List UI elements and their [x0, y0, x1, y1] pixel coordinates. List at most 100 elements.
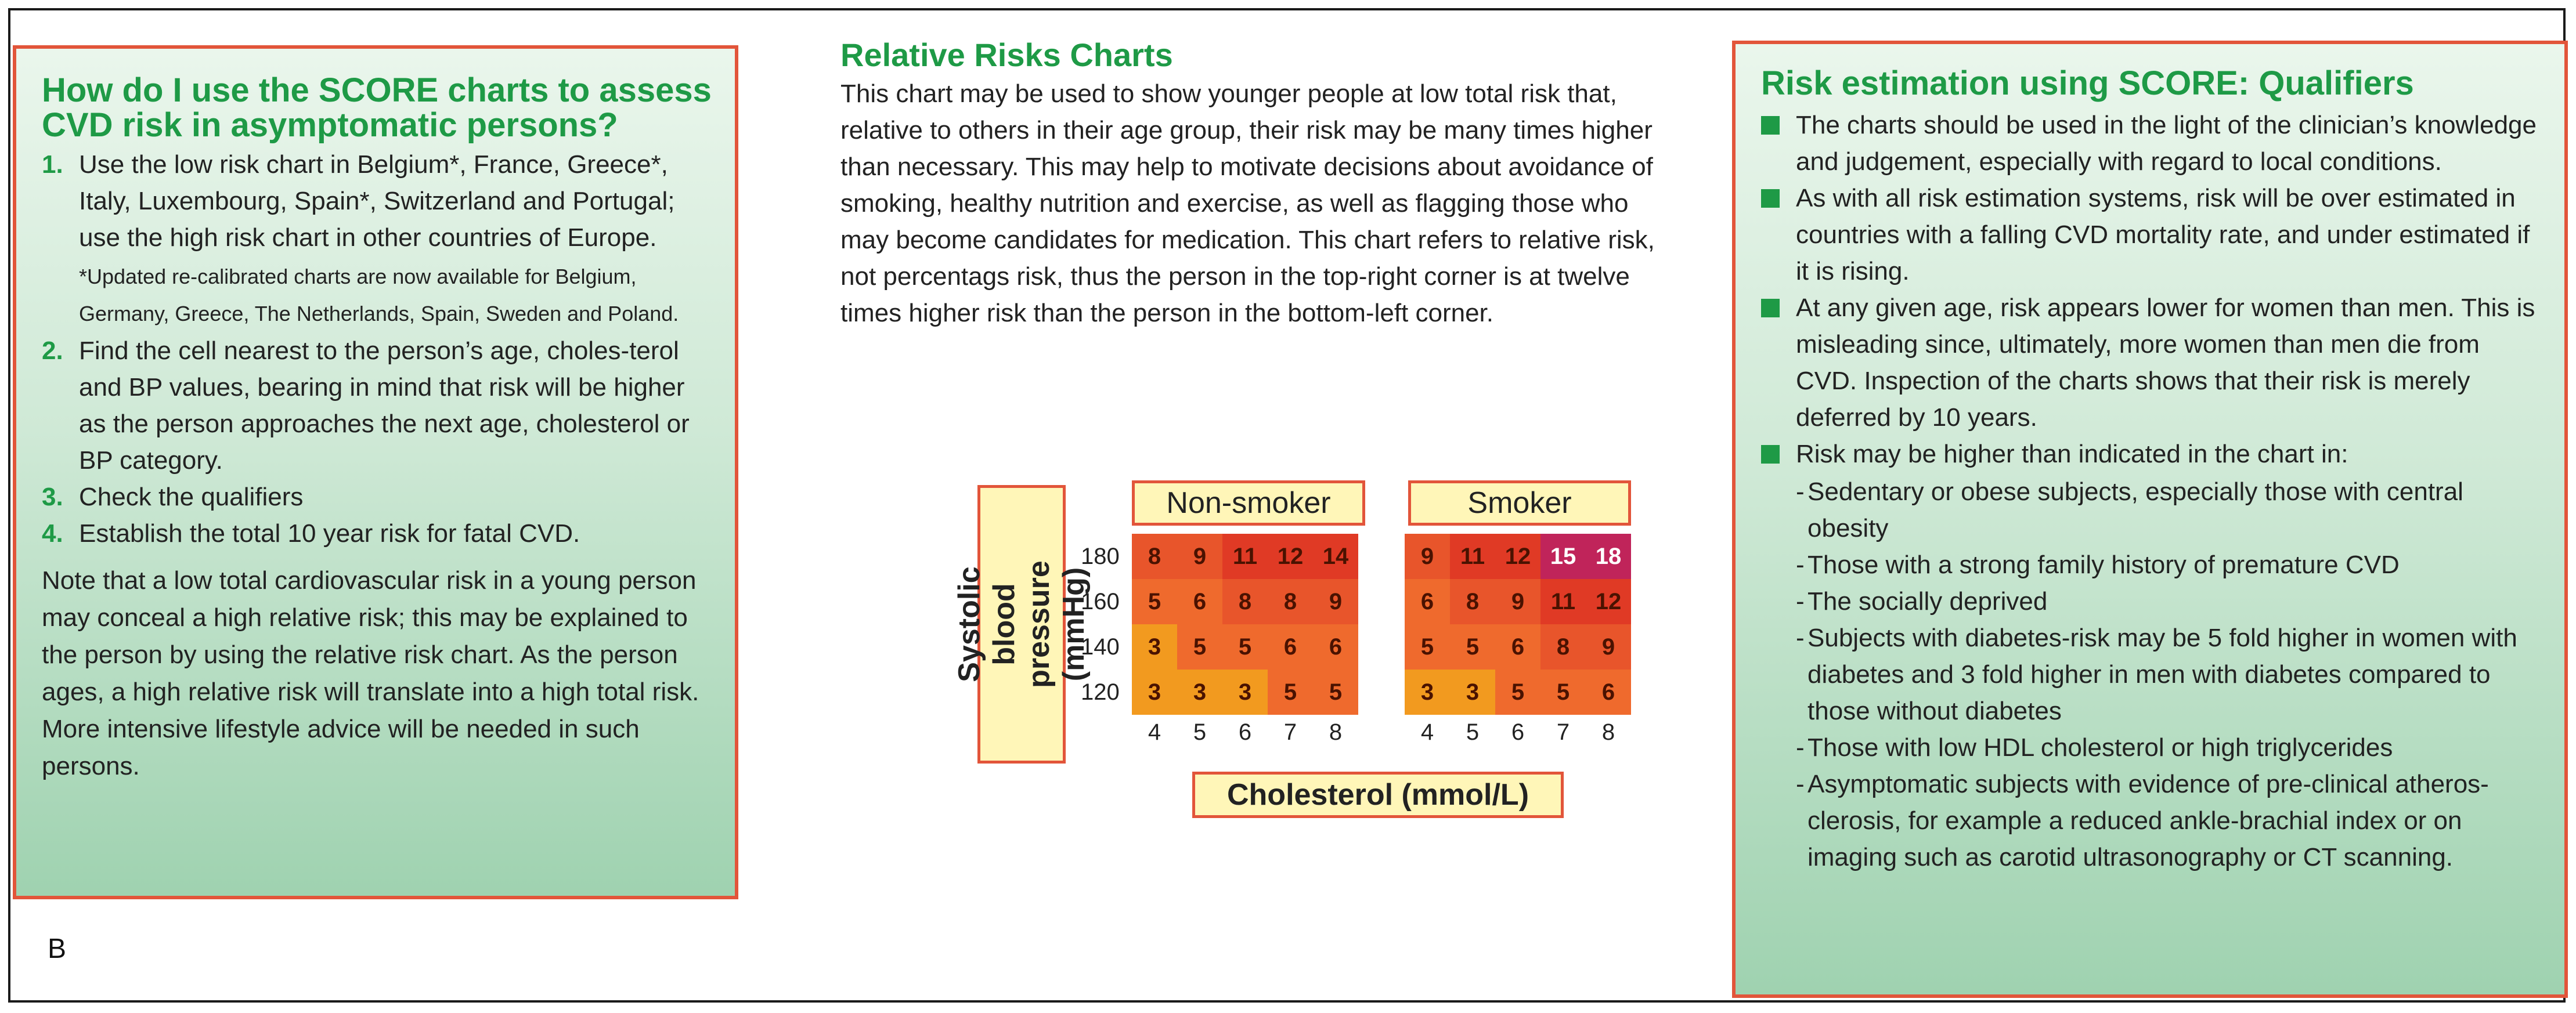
qualifier-item: At any given age, risk appears lower for… [1761, 290, 2539, 436]
risk-cell: 3 [1132, 670, 1177, 715]
footnote: *Updated re-calibrated charts are now av… [79, 265, 679, 325]
step-item: 3. Check the qualifiers [42, 479, 712, 515]
risk-cell: 14 [1313, 534, 1358, 579]
panel-label: B [48, 934, 67, 964]
x-axis-label: Cholesterol (mmol/L) [1192, 772, 1564, 818]
risk-cell: 9 [1405, 534, 1450, 579]
risk-cell: 11 [1540, 579, 1586, 624]
risk-cell: 12 [1586, 579, 1631, 624]
risk-cell: 9 [1177, 534, 1222, 579]
qualifiers-title: Risk estimation using SCORE: Qualifiers [1761, 64, 2414, 102]
higher-risk-item: -Asymptomatic subjects with evidence of … [1796, 770, 2489, 871]
row-label-120: 120 [1081, 679, 1120, 705]
cholesterol-tick-label: 8 [1601, 719, 1615, 745]
risk-cell: 9 [1495, 579, 1540, 624]
cholesterol-tick-label: 5 [1466, 719, 1480, 745]
risk-cell: 8 [1222, 579, 1268, 624]
step-number: 2. [42, 337, 63, 365]
risk-cell: 5 [1268, 670, 1313, 715]
row-label-160: 160 [1081, 589, 1120, 614]
risk-cell: 12 [1495, 534, 1540, 579]
risk-cell: 3 [1450, 670, 1495, 715]
risk-cell: 15 [1540, 534, 1586, 579]
y-axis-label: Systolic blood pressure (mmHg) [953, 560, 1091, 688]
non-smoker-header: Non-smoker [1132, 480, 1365, 526]
cholesterol-tick-label: 6 [1238, 719, 1252, 745]
risk-cell: 6 [1586, 670, 1631, 715]
steps-list: 1. Use the low risk chart in Belgium*, F… [42, 146, 712, 552]
square-bullet-icon [1761, 107, 1796, 180]
step-text: Find the cell nearest to the person’s ag… [79, 337, 690, 475]
step-number: 4. [42, 519, 63, 548]
cholesterol-tick-label: 7 [1283, 719, 1297, 745]
risk-cell: 5 [1405, 624, 1450, 670]
relative-risks-section: Relative Risks Charts This chart may be … [840, 38, 1665, 331]
step-text: Check the qualifiers [79, 483, 304, 511]
risk-cell: 3 [1405, 670, 1450, 715]
relative-risks-title: Relative Risks Charts [840, 37, 1173, 73]
qualifier-item: Risk may be higher than indicated in the… [1761, 436, 2539, 473]
risk-cell: 11 [1450, 534, 1495, 579]
how-to-use-title: How do I use the SCORE charts to assess … [42, 71, 712, 144]
row-label-180: 180 [1081, 544, 1120, 569]
risk-cell: 8 [1540, 624, 1586, 670]
relative-risks-text: This chart may be used to show younger p… [840, 79, 1655, 327]
step-number: 3. [42, 483, 63, 511]
risk-cell: 9 [1586, 624, 1631, 670]
risk-cell: 6 [1177, 579, 1222, 624]
risk-cell: 5 [1540, 670, 1586, 715]
y-axis-label-box: Systolic blood pressure (mmHg) [953, 485, 1091, 764]
higher-risk-item: -The socially deprived [1796, 587, 2048, 616]
qualifiers-box: Risk estimation using SCORE: Qualifiers … [1732, 41, 2568, 998]
cholesterol-tick-label: 6 [1511, 719, 1525, 745]
higher-risk-item: -Subjects with diabetes-risk may be 5 fo… [1796, 624, 2517, 725]
step-number: 1. [42, 150, 63, 179]
smoker-header: Smoker [1408, 480, 1631, 526]
row-label-140: 140 [1081, 634, 1120, 660]
cholesterol-tick-label: 5 [1193, 719, 1207, 745]
risk-cell: 3 [1132, 624, 1177, 670]
risk-cell: 3 [1177, 670, 1222, 715]
risk-cell: 5 [1177, 624, 1222, 670]
step-text: Use the low risk chart in Belgium*, Fran… [79, 150, 675, 252]
cholesterol-tick-label: 7 [1556, 719, 1570, 745]
higher-risk-list: -Sedentary or obese subjects, especially… [1761, 473, 2539, 875]
step-item: 4. Establish the total 10 year risk for … [42, 515, 712, 552]
risk-cell: 6 [1268, 624, 1313, 670]
square-bullet-icon [1761, 436, 1796, 473]
relative-risk-note: Note that a low total cardiovascular ris… [42, 566, 699, 780]
qualifiers-list: The charts should be used in the light o… [1761, 107, 2539, 473]
risk-cell: 6 [1313, 624, 1358, 670]
risk-cell: 6 [1495, 624, 1540, 670]
step-item: 1. Use the low risk chart in Belgium*, F… [42, 146, 712, 332]
higher-risk-item: -Sedentary or obese subjects, especially… [1796, 477, 2463, 542]
cholesterol-tick-label: 8 [1329, 719, 1343, 745]
risk-cell: 5 [1495, 670, 1540, 715]
higher-risk-item: -Those with a strong family history of p… [1796, 551, 2400, 579]
how-to-use-box: How do I use the SCORE charts to assess … [13, 45, 738, 899]
risk-cell: 5 [1450, 624, 1495, 670]
risk-cell: 8 [1268, 579, 1313, 624]
risk-cell: 8 [1450, 579, 1495, 624]
risk-cell: 8 [1132, 534, 1177, 579]
risk-cell: 5 [1313, 670, 1358, 715]
cholesterol-tick-label: 4 [1148, 719, 1161, 745]
risk-cell: 5 [1132, 579, 1177, 624]
step-item: 2. Find the cell nearest to the person’s… [42, 332, 712, 479]
qualifier-item: The charts should be used in the light o… [1761, 107, 2539, 180]
higher-risk-item: -Those with low HDL cholesterol or high … [1796, 733, 2393, 762]
cholesterol-tick-label: 4 [1420, 719, 1434, 745]
risk-cell: 6 [1405, 579, 1450, 624]
risk-cell: 11 [1222, 534, 1268, 579]
risk-cell: 9 [1313, 579, 1358, 624]
risk-cell: 5 [1222, 624, 1268, 670]
risk-cell: 3 [1222, 670, 1268, 715]
step-text: Establish the total 10 year risk for fat… [79, 519, 580, 548]
qualifier-item: As with all risk estimation systems, ris… [1761, 180, 2539, 290]
risk-cell: 12 [1268, 534, 1313, 579]
square-bullet-icon [1761, 290, 1796, 436]
risk-cell: 18 [1586, 534, 1631, 579]
square-bullet-icon [1761, 180, 1796, 290]
